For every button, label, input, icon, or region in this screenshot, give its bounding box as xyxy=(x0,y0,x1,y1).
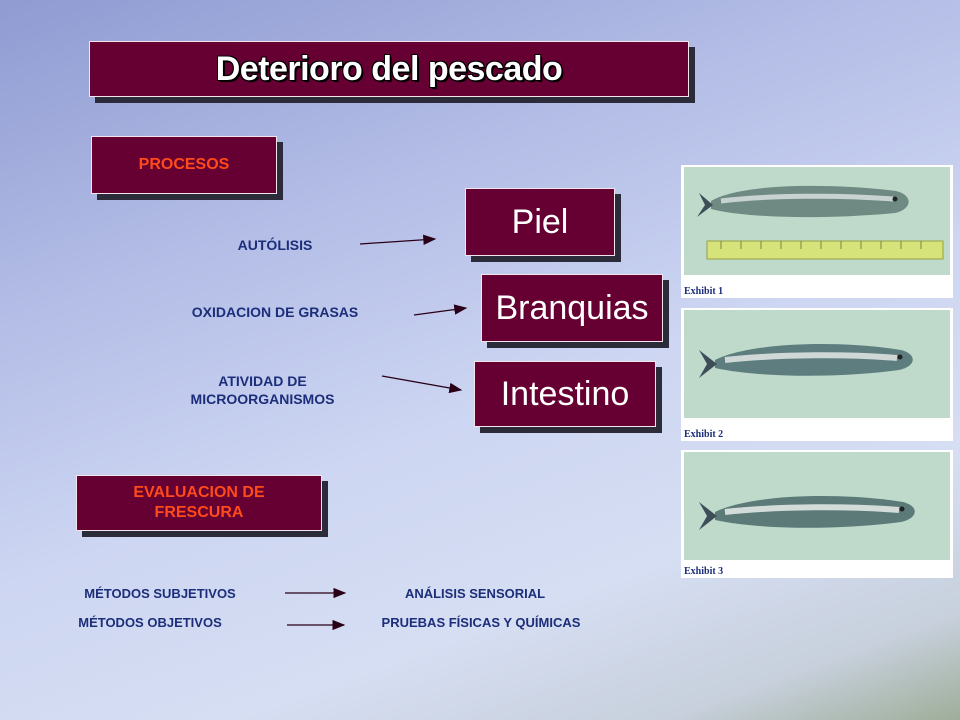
exhibit-3: Exhibit 3 xyxy=(681,450,953,578)
exhibit-3-caption: Exhibit 3 xyxy=(684,566,724,577)
evaluacion-label: EVALUACION DE FRESCURA xyxy=(133,484,265,521)
exhibit-1: Exhibit 1 xyxy=(681,165,953,298)
target-branquias-box: Branquias xyxy=(481,274,663,342)
fish-image-3 xyxy=(699,496,915,530)
target-intestino: Intestino xyxy=(500,374,630,413)
procesos-label: PROCESOS xyxy=(138,156,230,173)
cause-microorganismos: ATIVIDAD DE MICROORGANISMOS xyxy=(190,373,335,407)
target-piel-box: Piel xyxy=(465,188,615,256)
fish-image-2 xyxy=(699,344,913,378)
cause-oxidacion: OXIDACION DE GRASAS xyxy=(191,304,359,320)
target-piel: Piel xyxy=(511,202,569,241)
result-fisicas-quimicas: PRUEBAS FÍSICAS Y QUÍMICAS xyxy=(381,615,581,630)
result-sensorial: ANÁLISIS SENSORIAL xyxy=(404,586,546,601)
slide-title: Deterioro del pescado xyxy=(215,49,563,88)
method-objetivos: MÉTODOS OBJETIVOS xyxy=(78,615,222,630)
slide-title-box: Deterioro del pescado xyxy=(89,41,689,97)
exhibit-2: Exhibit 2 xyxy=(681,308,953,441)
target-intestino-box: Intestino xyxy=(474,361,656,427)
fish-with-ruler-image xyxy=(697,185,944,260)
arrow-autolisis xyxy=(359,234,437,245)
procesos-box: PROCESOS xyxy=(91,136,277,194)
arrow-oxidacion xyxy=(413,304,468,316)
target-branquias: Branquias xyxy=(495,288,649,327)
exhibit-1-caption: Exhibit 1 xyxy=(684,286,724,297)
method-subjetivos: MÉTODOS SUBJETIVOS xyxy=(84,586,236,601)
exhibit-2-caption: Exhibit 2 xyxy=(684,429,724,440)
arrow-microorganismos xyxy=(381,375,463,394)
evaluacion-box: EVALUACION DE FRESCURA xyxy=(76,475,322,531)
cause-autolisis: AUTÓLISIS xyxy=(237,237,313,253)
